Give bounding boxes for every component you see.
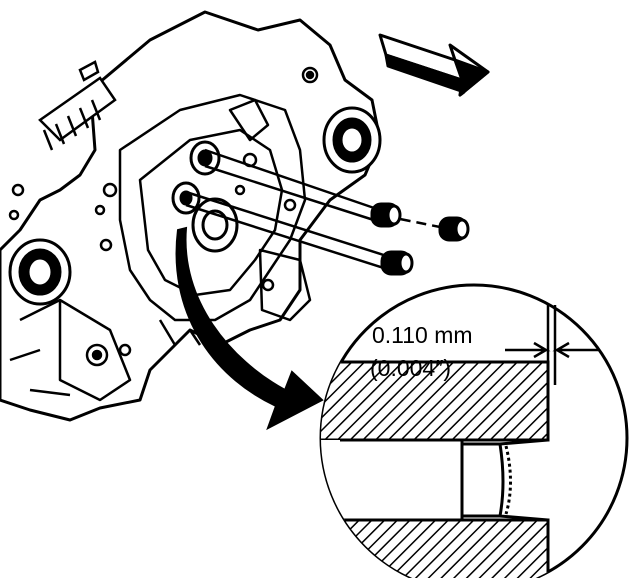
front-cover-housing [0, 10, 382, 422]
clearance-measurement-metric: 0.110 mm [372, 322, 473, 348]
alignment-lines [185, 148, 446, 272]
direction-arrow-icon [378, 33, 490, 97]
dowel-sleeve-lower [380, 250, 414, 276]
dowel-sleeve-upper [370, 202, 402, 228]
bolt-holes [8, 66, 319, 367]
gear-cover-inner [9, 93, 312, 402]
clearance-measurement-imperial: (0.004″) [370, 355, 452, 381]
upper-left-bracket [38, 60, 117, 151]
dowel-sleeve-right [438, 216, 470, 242]
callout-pointer-arrow-icon [175, 226, 324, 431]
camshaft-seal [322, 106, 382, 174]
crankshaft-seal [8, 238, 72, 306]
